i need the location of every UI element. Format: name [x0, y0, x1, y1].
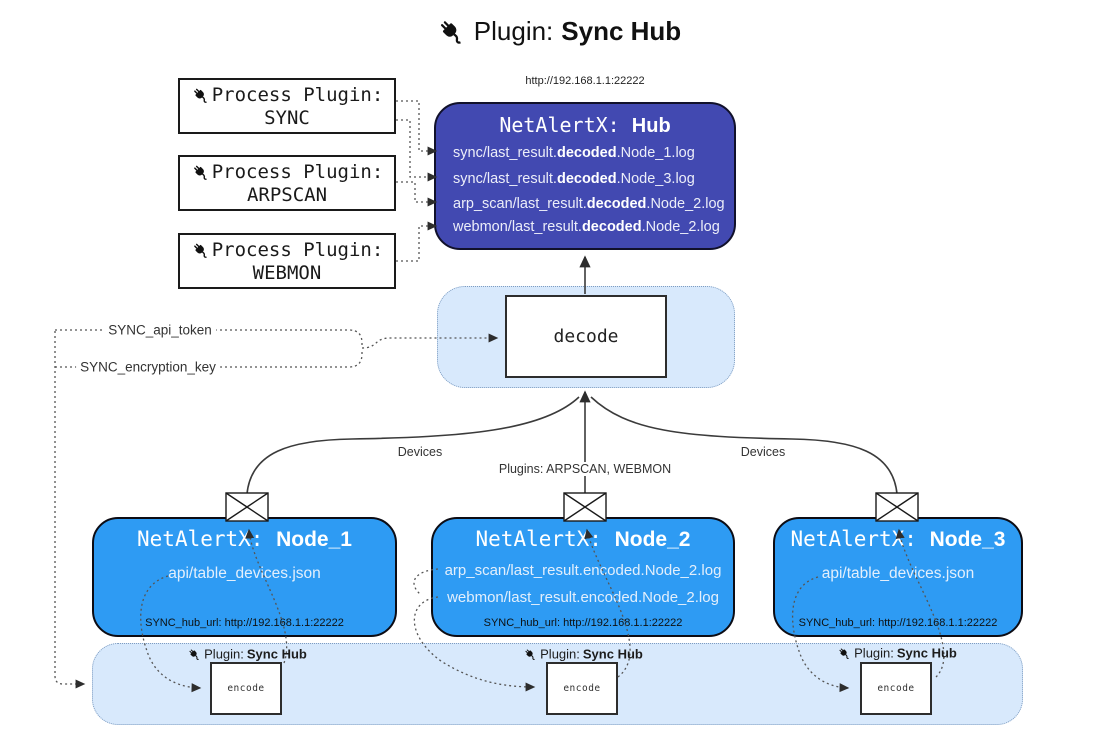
node-title-name: Node_1 [276, 528, 352, 551]
node-title-prefix: NetAlertX: [790, 527, 917, 551]
plug-icon [193, 165, 207, 180]
node-file: api/table_devices.json [168, 565, 321, 582]
process-plugin-box-webmon: Process Plugin: WEBMON [178, 233, 396, 289]
band-plugin-name: Sync Hub [582, 646, 643, 662]
node-box-node1: NetAlertX: Node_1 api/table_devices.json… [92, 517, 397, 637]
band-plugin-prefix: Plugin: [854, 645, 894, 661]
process-plugin-label: Process Plugin: [211, 84, 384, 106]
edge-label-plugins: Plugins: ARPSCAN, WEBMON [495, 462, 675, 476]
hub-log-line: webmon/last_result.decoded.Node_2.log [453, 219, 720, 237]
sync-api-token-label: SYNC_api_token [104, 322, 216, 338]
log-bold: decoded [586, 196, 647, 212]
hub-log-line: sync/last_result.decoded.Node_3.log [453, 171, 695, 189]
log-pre: sync/last_result. [453, 145, 557, 161]
node-hub-url: SYNC_hub_url: http://192.168.1.1:22222 [145, 617, 344, 629]
node-title-prefix: NetAlertX: [475, 527, 602, 551]
log-post: .Node_2.log [641, 219, 720, 235]
encode-box-node2: encode [546, 662, 618, 715]
plug-icon [189, 648, 199, 660]
log-post: .Node_1.log [616, 145, 695, 161]
decode-box: decode [505, 295, 667, 378]
encode-box-node3: encode [860, 662, 932, 715]
log-post: .Node_2.log [646, 196, 725, 212]
node-file: webmon/last_result.encoded.Node_2.log [447, 589, 719, 606]
plug-icon [839, 647, 849, 659]
hub-title: NetAlertX: Hub [436, 113, 734, 138]
edge-label-devices-left: Devices [394, 445, 446, 459]
log-pre: arp_scan/last_result. [453, 196, 587, 212]
band-plugin-prefix: Plugin: [204, 646, 244, 662]
hub-box: NetAlertX: Hub sync/last_result.decoded.… [434, 102, 736, 250]
sync-encryption-key-label: SYNC_encryption_key [76, 359, 220, 375]
hub-url-label: http://192.168.1.1:22222 [525, 75, 645, 87]
process-plugin-box-sync: Process Plugin: SYNC [178, 78, 396, 134]
edge-webmon-to-log4 [396, 221, 438, 262]
edge-key-spine-to-band [54, 331, 86, 689]
process-plugin-box-arpscan: Process Plugin: ARPSCAN [178, 155, 396, 211]
node-box-node3: NetAlertX: Node_3 api/table_devices.json… [773, 517, 1023, 637]
node-title-name: Node_3 [929, 528, 1006, 551]
log-post: .Node_3.log [616, 171, 695, 187]
hub-log-line: arp_scan/last_result.decoded.Node_2.log [453, 196, 725, 214]
band-plugin-prefix: Plugin: [540, 646, 580, 662]
band-plugin-name: Sync Hub [246, 646, 307, 662]
log-bold: decoded [556, 145, 617, 161]
edge-arpscan-to-log3 [396, 181, 438, 207]
process-plugin-label: Process Plugin: [211, 161, 384, 183]
page-title: Plugin: Sync Hub [0, 16, 1117, 47]
node-title: NetAlertX: Node_1 [94, 527, 395, 552]
plug-icon [193, 243, 207, 258]
process-plugin-name: WEBMON [252, 262, 322, 284]
process-plugin-label: Process Plugin: [211, 239, 384, 261]
band-plugin-name: Sync Hub [896, 645, 957, 661]
plug-icon [525, 648, 535, 660]
plug-icon [440, 20, 461, 44]
node-hub-url: SYNC_hub_url: http://192.168.1.1:22222 [798, 617, 998, 629]
band-plugin-label-1: Plugin: Sync Hub [187, 647, 307, 662]
node-title: NetAlertX: Node_2 [433, 527, 733, 552]
node-title: NetAlertX: Node_3 [775, 527, 1021, 552]
edge-label-devices-right: Devices [737, 445, 789, 459]
log-bold: decoded [556, 171, 617, 187]
log-pre: webmon/last_result. [453, 219, 582, 235]
encode-box-node1: encode [210, 662, 282, 715]
node-title-prefix: NetAlertX: [137, 527, 264, 551]
edge-sync-to-log1 [396, 100, 438, 156]
node-box-node2: NetAlertX: Node_2 arp_scan/last_result.e… [431, 517, 735, 637]
log-pre: sync/last_result. [453, 171, 557, 187]
band-plugin-label-2: Plugin: Sync Hub [523, 647, 643, 662]
title-name: Sync Hub [561, 16, 682, 46]
edge-sync-to-log2 [396, 119, 438, 182]
title-prefix: Plugin: [473, 16, 554, 46]
node-hub-url: SYNC_hub_url: http://192.168.1.1:22222 [483, 617, 683, 629]
process-plugin-name: ARPSCAN [246, 184, 328, 206]
hub-title-name: Hub [631, 115, 671, 137]
node-file: arp_scan/last_result.encoded.Node_2.log [444, 562, 722, 579]
hub-log-line: sync/last_result.decoded.Node_1.log [453, 145, 695, 163]
node-title-name: Node_2 [614, 528, 691, 551]
band-plugin-label-3: Plugin: Sync Hub [837, 646, 957, 661]
hub-title-prefix: NetAlertX: [499, 113, 620, 137]
process-plugin-name: SYNC [264, 107, 310, 129]
node-file: api/table_devices.json [821, 565, 975, 582]
plug-icon [193, 88, 207, 103]
log-bold: decoded [581, 219, 642, 235]
